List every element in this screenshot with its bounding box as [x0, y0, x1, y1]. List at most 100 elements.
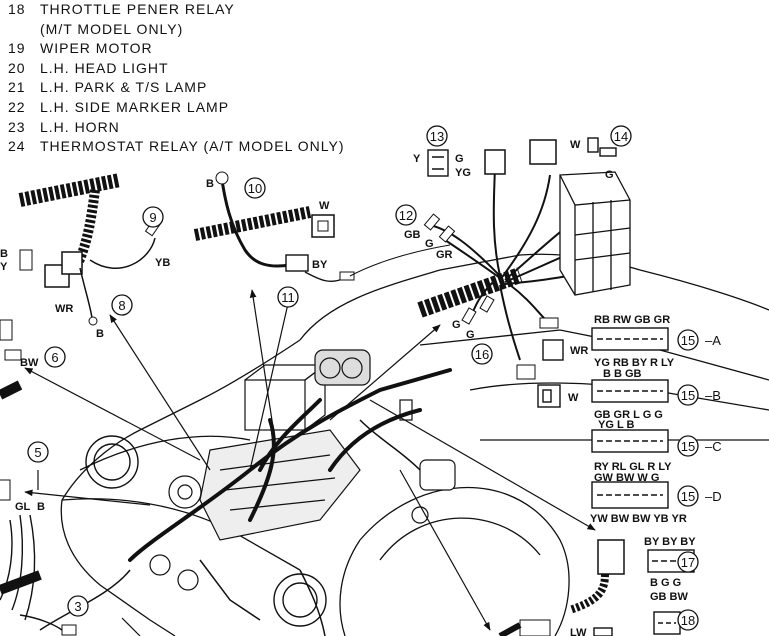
callout-13: 13: [430, 129, 444, 144]
wire-label: BW: [20, 357, 39, 369]
connector-18: [593, 611, 681, 636]
legend-text: THROTTLE PENER RELAY: [40, 1, 235, 17]
wire-label: W: [570, 139, 581, 151]
callout-15b: 15: [681, 388, 695, 403]
connector-18-top: GB BW: [650, 591, 689, 603]
legend-text: L.H. HEAD LIGHT: [40, 59, 169, 76]
legend-row-20: 20 L.H. HEAD LIGHT: [8, 59, 345, 79]
legend-text: THERMOSTAT RELAY (A/T MODEL ONLY): [40, 138, 345, 155]
wire-label: B: [0, 248, 8, 260]
engine-bay: [149, 349, 456, 591]
wire-label: Y: [0, 261, 8, 273]
callout-3: 3: [74, 599, 81, 614]
connector-15a-bottom: YG RB BY R LY: [594, 357, 675, 369]
callout-11: 11: [281, 290, 295, 305]
wire-label: B: [96, 328, 104, 340]
callout-15d: 15: [681, 489, 695, 504]
legend-row-22: 22 L.H. SIDE MARKER LAMP: [8, 98, 345, 118]
wire-label: YG: [455, 167, 471, 179]
wire-label: G: [425, 238, 434, 250]
connector-17-bottom: B G G: [650, 577, 681, 589]
callout-17: 17: [681, 555, 695, 570]
callout-10: 10: [248, 181, 262, 196]
connector-suffixes: –A –B –C –D: [705, 333, 722, 504]
connector-15b-top: B B GB: [603, 368, 642, 380]
connector-15-d: [591, 481, 669, 509]
connector-18-lw: LW: [570, 627, 587, 636]
legend-number: 23: [8, 118, 26, 135]
callouts: [27, 125, 699, 631]
wire-label: G: [452, 319, 461, 331]
connector-15-c: [591, 429, 669, 453]
legend-number: 22: [8, 98, 26, 115]
harness-9: [18, 173, 164, 326]
wire-label: G: [466, 329, 475, 341]
connector-14: [587, 137, 617, 157]
wire-label: WR: [55, 303, 73, 315]
callout-18: 18: [681, 613, 695, 628]
legend-text: L.H. PARK & T/S LAMP: [40, 79, 208, 96]
legend-row-23: 23 L.H. HORN: [8, 118, 345, 138]
connector-17-top: BY BY BY: [644, 536, 696, 548]
wire-label: GL: [15, 501, 31, 513]
callout-15c: 15: [681, 439, 695, 454]
connector-15-b: [591, 379, 669, 403]
wire-label: Y: [413, 153, 421, 165]
connector-15d-bottom: YW BW BW YB YR: [590, 513, 687, 525]
connector-w: [537, 384, 561, 408]
legend-text: (M/T MODEL ONLY): [40, 20, 184, 37]
suffix-c: –C: [705, 439, 722, 454]
callout-14: 14: [614, 129, 628, 144]
wire-label: G: [455, 153, 464, 165]
wire-label: W: [319, 200, 330, 212]
callout-5: 5: [34, 445, 41, 460]
legend-row-21: 21 L.H. PARK & T/S LAMP: [8, 78, 345, 98]
legend-number: 21: [8, 79, 26, 96]
callout-15a: 15: [681, 333, 695, 348]
harness-10-11: [193, 171, 451, 282]
connector-15d-top: GW BW W G: [594, 472, 659, 484]
wire-label: B: [37, 501, 45, 513]
callout-16: 16: [475, 347, 489, 362]
connector-17-harness: [498, 539, 625, 636]
headlight: [85, 435, 327, 627]
suffix-b: –B: [705, 388, 721, 403]
wire-labels: Y G YG W G B W BY YB B Y WR B GB G GR G …: [0, 139, 696, 636]
callout-12: 12: [399, 208, 413, 223]
callout-8: 8: [118, 298, 125, 313]
connector-15c-bottom: RY RL GL R LY: [594, 461, 672, 473]
connector-15-a: [591, 327, 669, 351]
wire-label: YB: [155, 257, 170, 269]
callout-9: 9: [149, 210, 156, 225]
wire-label: WR: [570, 345, 588, 357]
leader-lines: [24, 289, 596, 636]
connector-15b-bottom: GB GR L G G: [594, 409, 663, 421]
wire-label: G: [605, 169, 614, 181]
suffix-d: –D: [705, 489, 722, 504]
legend-number: 19: [8, 40, 26, 57]
wire-label: GB: [404, 229, 421, 241]
harness-left: [0, 319, 77, 636]
suffix-a: –A: [705, 333, 721, 348]
legend-text: L.H. HORN: [40, 118, 120, 135]
connector-13: [427, 149, 449, 177]
legend-text: L.H. SIDE MARKER LAMP: [40, 98, 230, 115]
connector-15a-top: RB RW GB GR: [594, 314, 670, 326]
callout-numbers: 3 5 6 8 9 10 11 12 13 14 16 17 18 15 15 …: [34, 129, 695, 628]
wire-label: B: [206, 178, 214, 190]
harness-main-right: [417, 139, 631, 380]
callout-6: 6: [51, 350, 58, 365]
connector-wr: [542, 339, 564, 361]
wire-label: BY: [312, 259, 328, 271]
legend-row-18-note: (M/T MODEL ONLY): [8, 20, 345, 40]
wire-label: W: [568, 392, 579, 404]
connector-15c-top: YG L B: [598, 419, 635, 431]
wire-label: GR: [436, 249, 453, 261]
legend-row-24: 24 THERMOSTAT RELAY (A/T MODEL ONLY): [8, 137, 345, 157]
legend-number: 20: [8, 59, 26, 76]
legend-number: 24: [8, 138, 26, 155]
